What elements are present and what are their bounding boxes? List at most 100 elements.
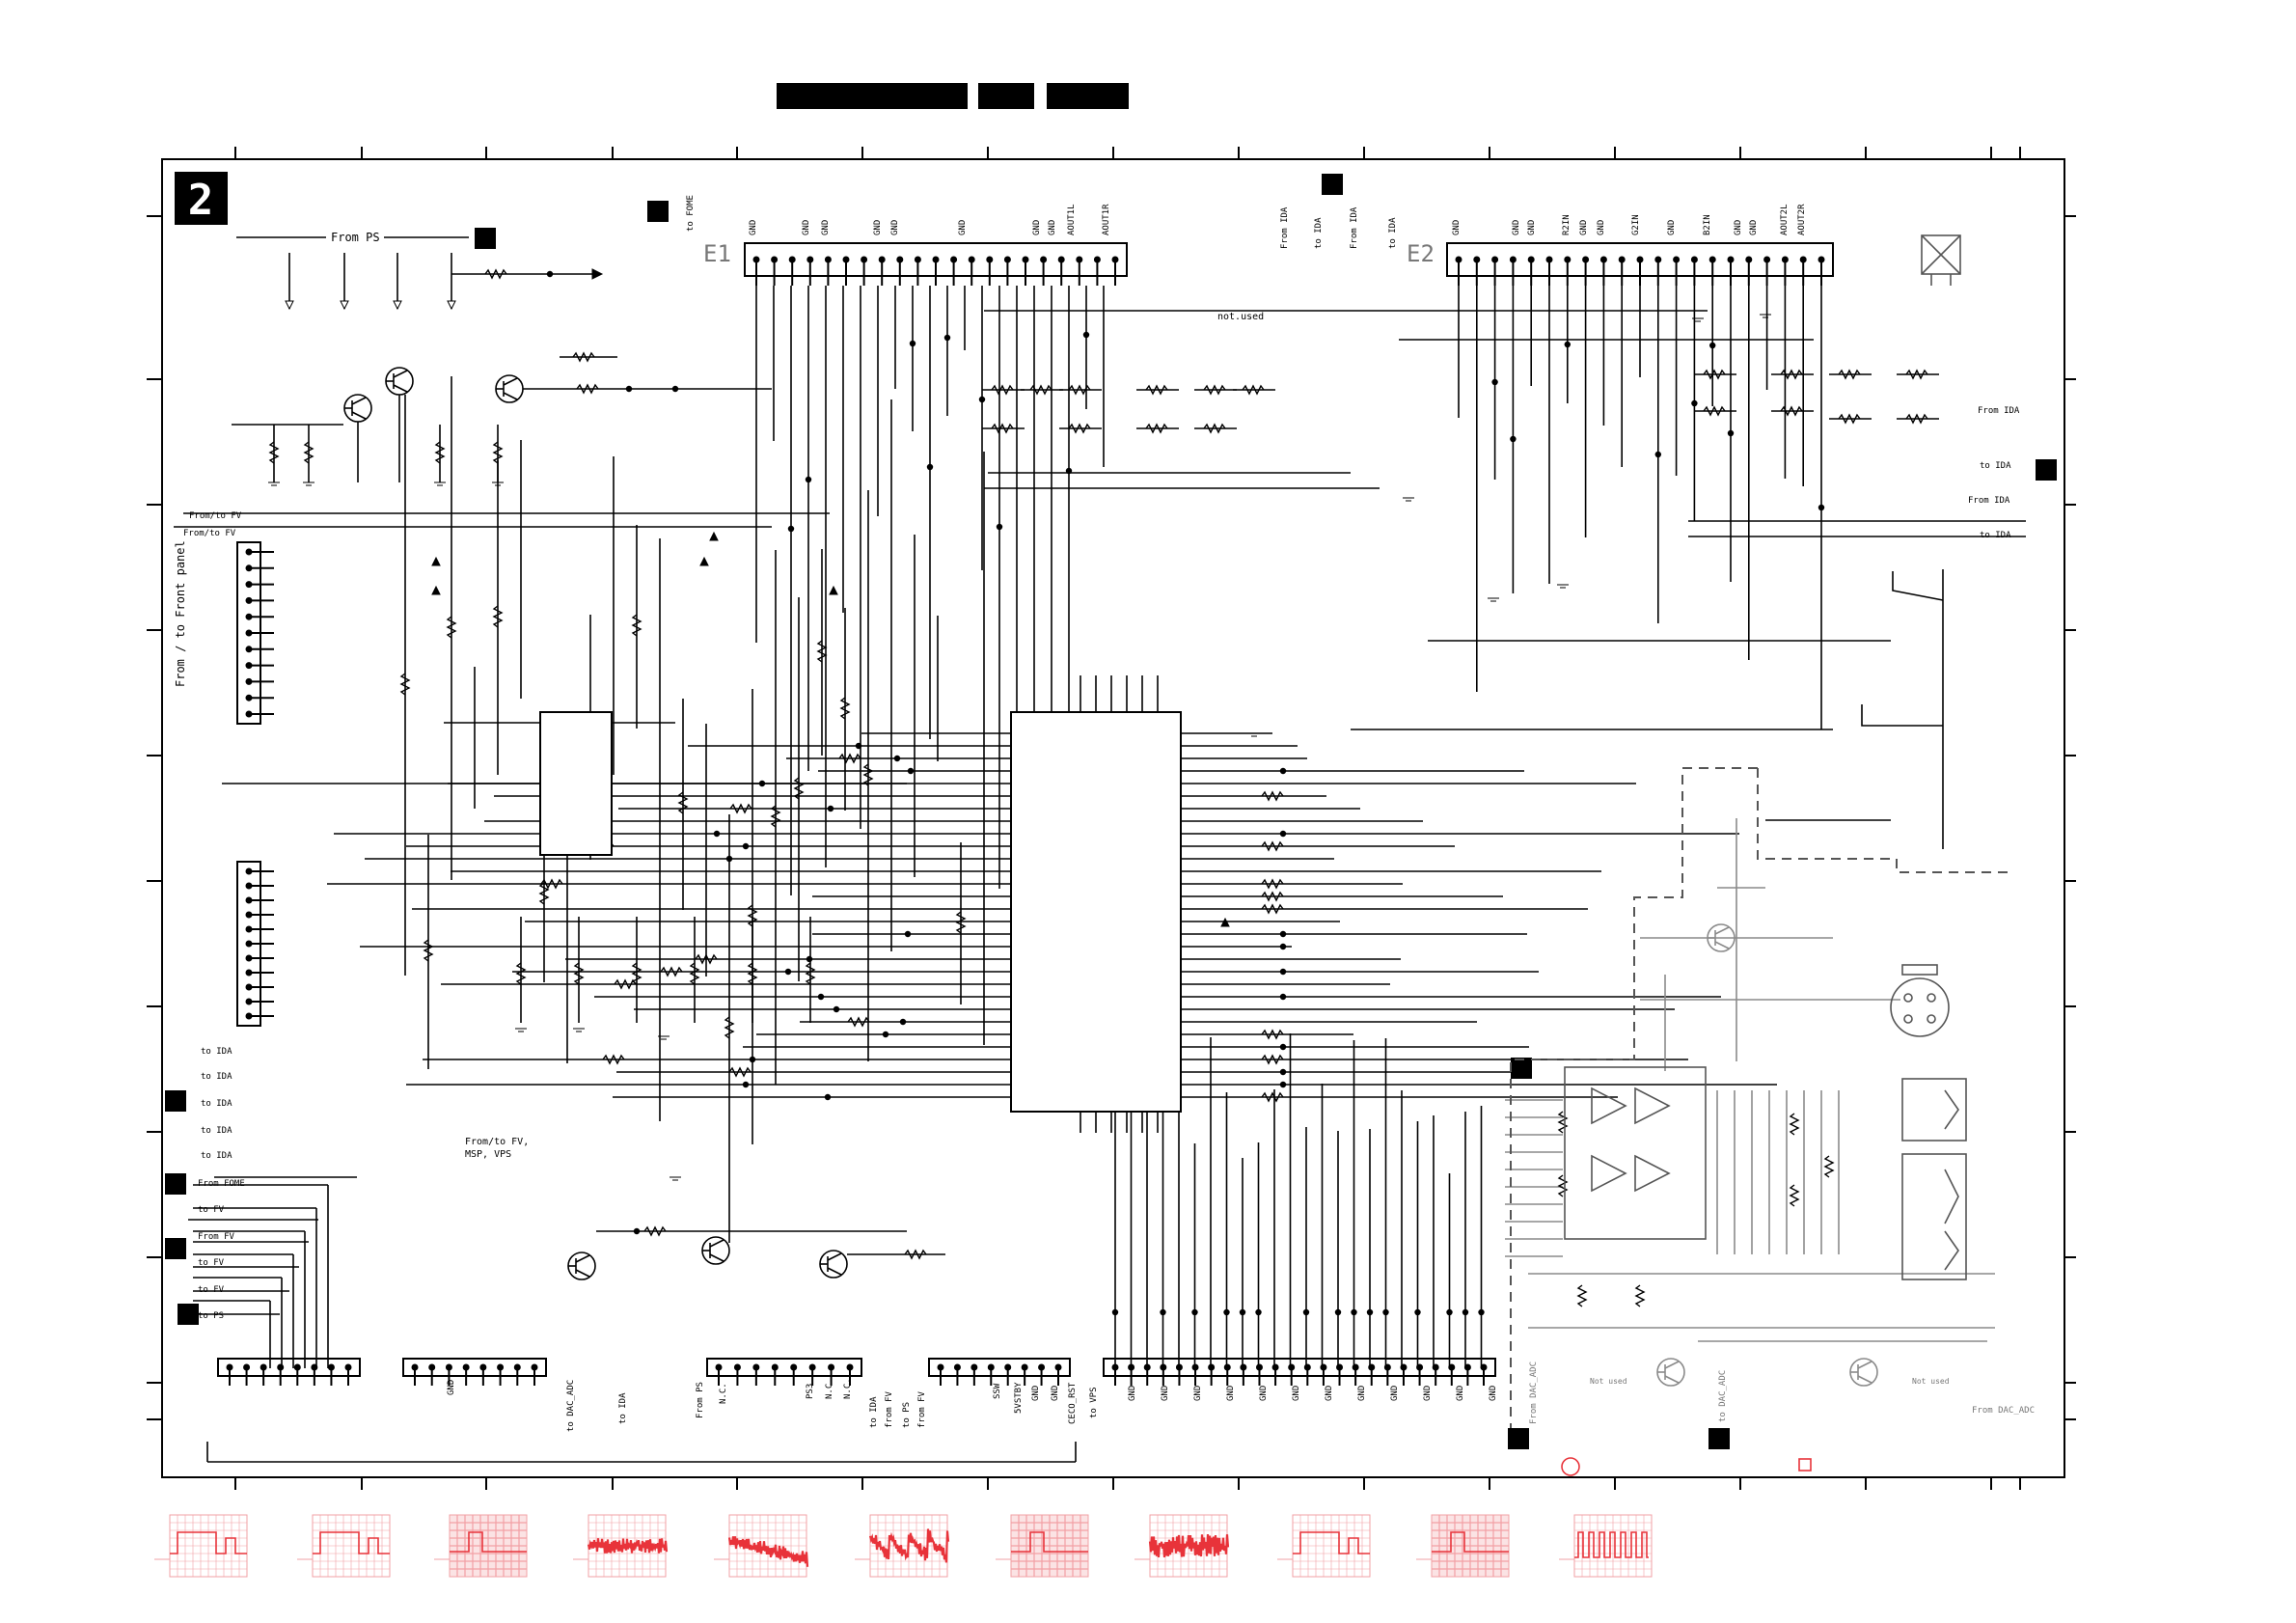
header-bar-3 [1047,83,1129,109]
connector-headers [217,242,1834,1386]
ida-top-label: From IDA [1350,206,1359,249]
bottom-d-label: from FV [917,1390,927,1428]
wiring [174,253,2026,1463]
bottom-e-label: GND [1161,1386,1170,1401]
e2-pin-label: GND [1734,220,1743,235]
oscilloscope-waveform-icon [855,1514,950,1578]
test-points [1561,1457,1812,1476]
oscilloscope-waveform-icon [996,1514,1089,1578]
e1-pin-label: GND [1032,220,1042,235]
e1-pin-label: AOUT1L [1067,204,1077,235]
e1-ref: E1 [703,240,731,267]
connector-bottom-e [1103,1358,1496,1386]
e2-pin-label: GND [1512,220,1521,235]
frame-ticks [147,147,2076,1490]
oscilloscope-waveform-icon [573,1514,669,1578]
oscilloscope-waveform-icon [1416,1514,1510,1578]
bottom-e-label: GND [1423,1386,1433,1401]
bottom-d-label: to PS [902,1402,912,1428]
oscilloscope-waveform-icon [297,1514,391,1578]
oscilloscope-waveform-icon [434,1514,528,1578]
bottom-c-label: N.C. [843,1378,853,1399]
connector-front-panel-2 [236,861,274,1027]
bottom-e-label: GND [1325,1386,1334,1401]
bottom-e-label: GND [1226,1386,1236,1401]
e2-pin-label: GND [1452,220,1462,235]
bottom-b2-label: to IDA [618,1392,628,1424]
e2-pin-label: GND [1749,220,1759,235]
dac-label: From DAC_ADC [1972,1406,2035,1416]
sheet-number-badge: 2 [175,172,228,225]
bottom-d-label: 5VSTBY [1014,1382,1024,1414]
bottom-e-label: GND [1456,1386,1465,1401]
e1-pin-label: GND [1048,220,1057,235]
fv-left-label: to PS [198,1311,224,1321]
ida-top-label: to IDA [1314,217,1324,249]
bottom-d-label: CECO_RST [1068,1382,1078,1424]
ida-top-label: to IDA [1388,217,1398,249]
e1-pin-label: AOUT1R [1102,204,1111,235]
e2-pin-label: GND [1597,220,1606,235]
connector-e2 [1446,242,1834,286]
bottom-b-label: GND [447,1380,456,1395]
dac-label: Not used [1590,1377,1627,1386]
ida-top-label: From IDA [1280,206,1290,249]
main-ic [1010,711,1182,1113]
scart-socket-icon [1890,964,1950,1037]
fv-left-label: From FOME [198,1179,245,1189]
power-label: From PS [331,231,380,244]
e1-pin-label: GND [802,220,811,235]
signal-arrows [268,268,1771,1181]
bottom-c-label: N.C. [825,1378,834,1399]
e2-ref: E2 [1407,240,1435,267]
fv-left-label: From FV [198,1232,235,1242]
secondary-ic [539,711,613,856]
bottom-c-label: PS3 [806,1384,815,1399]
transformer-icon [1921,234,1961,286]
sheet-number: 2 [188,176,214,225]
bottom-e-label: GND [1292,1386,1301,1401]
oscilloscope-waveform-icon [714,1514,809,1578]
e1-pin-label: GND [958,220,968,235]
ida-top-labels: From IDA to IDA From IDA to IDA [1280,206,1398,249]
bottom-e-label: GND [1128,1386,1137,1401]
fv-note-1: From/to FV, [465,1137,529,1147]
fome-label: to FOME [686,195,696,232]
e2-pin-label: GND [1527,220,1537,235]
e2-pin-label: GND [1667,220,1677,235]
transistors [343,367,848,1280]
e2-pin-label: B2IN [1703,214,1712,235]
ida-left-label: to IDA [201,1047,232,1057]
bottom-d-label: to VPS [1089,1387,1099,1418]
dac-label: Not used [1912,1377,1950,1386]
connector-bottom-d [928,1358,1071,1386]
bottom-d-label: to IDA [869,1396,879,1428]
ida-left-label: to IDA [201,1072,232,1082]
e2-pin-label: GND [1579,220,1589,235]
right-ida-label: From IDA [1978,406,2020,416]
header-bar-2 [978,83,1034,109]
dashed-boundaries [1510,767,2009,1428]
fv-note-2: MSP, VPS [465,1149,511,1160]
connector-e1 [744,242,1128,286]
e1-pin-label: GND [890,220,900,235]
bottom-d-label: GND [1051,1386,1060,1401]
bottom-e-label: GND [1390,1386,1400,1401]
e1-pin-label: GND [749,220,758,235]
fv-left-label: to FV [198,1258,225,1268]
connector-bottom-c [706,1358,862,1386]
front-panel-label: From / to Front panel [174,540,187,687]
bottom-b2-label: to DAC_ADC [566,1380,576,1432]
main-ic-pins [972,675,1219,1133]
fv-label-2: From/to FV [183,529,236,538]
ida-left-label: to IDA [201,1126,232,1136]
right-ida-label: to IDA [1980,531,2011,540]
bottom-d-label: GND [1031,1386,1041,1401]
